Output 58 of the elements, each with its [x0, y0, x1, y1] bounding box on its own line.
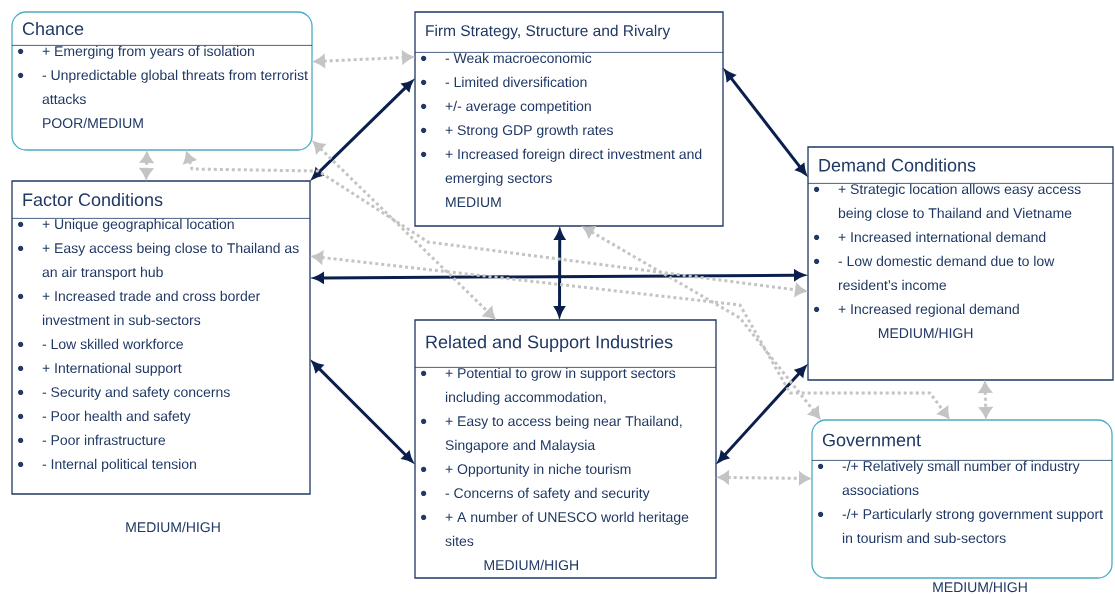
list-item: +/- average competition — [421, 100, 591, 114]
rounded-box — [811, 419, 1113, 579]
list-item: + Potential to grow in support sectors including accommodation, — [421, 367, 676, 405]
list-item: + International support — [18, 362, 182, 376]
double-arrow — [313, 270, 805, 284]
rating-label: POOR/MEDIUM — [43, 117, 143, 129]
list-item: + Increased foreign direct investment and emerging sectors — [421, 148, 702, 186]
box-heading: Firm Strategy, Structure and Rivalry — [426, 24, 671, 40]
text-box — [807, 146, 1114, 381]
dotted-arrow — [140, 152, 153, 179]
rating-label: MEDIUM — [446, 197, 501, 208]
box-heading: Government — [822, 433, 921, 447]
rating-label: MEDIUM/HIGH — [484, 559, 578, 571]
list-item: + Strong GDP growth rates — [421, 124, 613, 138]
dotted-arrow — [978, 382, 992, 418]
box-heading: Chance — [22, 21, 84, 36]
list-item: - Security and safety concerns — [18, 386, 230, 400]
list-item: - Low domestic demand due to low resident’s income — [814, 255, 1055, 291]
list-item: - Poor infrastructure — [18, 434, 166, 446]
rating-label: MEDIUM/HIGH — [933, 581, 1027, 593]
list-item: - Internal political tension — [18, 458, 196, 472]
list-item: + Easy access being close to Thailand as an air transport hub — [18, 242, 299, 280]
list-item: - Unpredictable global threats from terrorist attacks — [18, 69, 308, 105]
list-item: - Poor health and safety — [18, 410, 191, 424]
double-arrow — [311, 361, 414, 463]
box-heading: Demand Conditions — [819, 158, 976, 172]
list-item: - Weak macroeconomic — [421, 52, 592, 64]
dotted-arrow — [718, 471, 810, 485]
list-item: - Concerns of safety and security — [421, 487, 650, 501]
dotted-arrow — [312, 251, 950, 419]
rounded-box — [11, 11, 313, 151]
rating-label: MEDIUM/HIGH — [126, 521, 220, 533]
double-arrow — [724, 69, 807, 175]
box-heading: Related and Support Industries — [426, 335, 673, 352]
text-box — [11, 180, 311, 495]
list-item: + Opportunity in niche tourism — [421, 463, 631, 477]
list-item: - Low skilled workforce — [18, 338, 183, 350]
dotted-arrow — [583, 226, 821, 419]
list-item: + Increased international demand — [814, 231, 1046, 243]
dotted-arrow — [183, 151, 806, 297]
text-box — [414, 319, 717, 579]
rating-label: MEDIUM/HIGH — [878, 327, 973, 339]
list-item: + Easy to access being near Thailand, Singapore and Malaysia — [421, 415, 682, 453]
text-box — [414, 11, 724, 227]
dotted-arrow — [314, 51, 413, 68]
list-item: + Emerging from years of isolation — [18, 45, 254, 59]
list-item: + Strategic location allows easy access being close to Thailand and Vietname — [814, 183, 1081, 221]
box-heading: Factor Conditions — [23, 192, 163, 207]
list-item: -/+ Particularly strong government support in tourism and sub-sectors — [818, 508, 1103, 544]
list-item: + Increased trade and cross border investment in sub-sectors — [18, 290, 261, 326]
double-arrow — [312, 80, 413, 180]
list-item: + Increased regional demand — [814, 303, 1019, 317]
list-item: + A number of UNESCO world heritage sites — [421, 511, 689, 547]
double-arrow — [717, 365, 807, 463]
list-item: - Limited diversification — [421, 76, 587, 88]
list-item: -/+ Relatively small number of industry associations — [818, 460, 1080, 496]
dotted-arrow — [313, 141, 496, 319]
list-item: + Unique geographical location — [18, 218, 234, 232]
